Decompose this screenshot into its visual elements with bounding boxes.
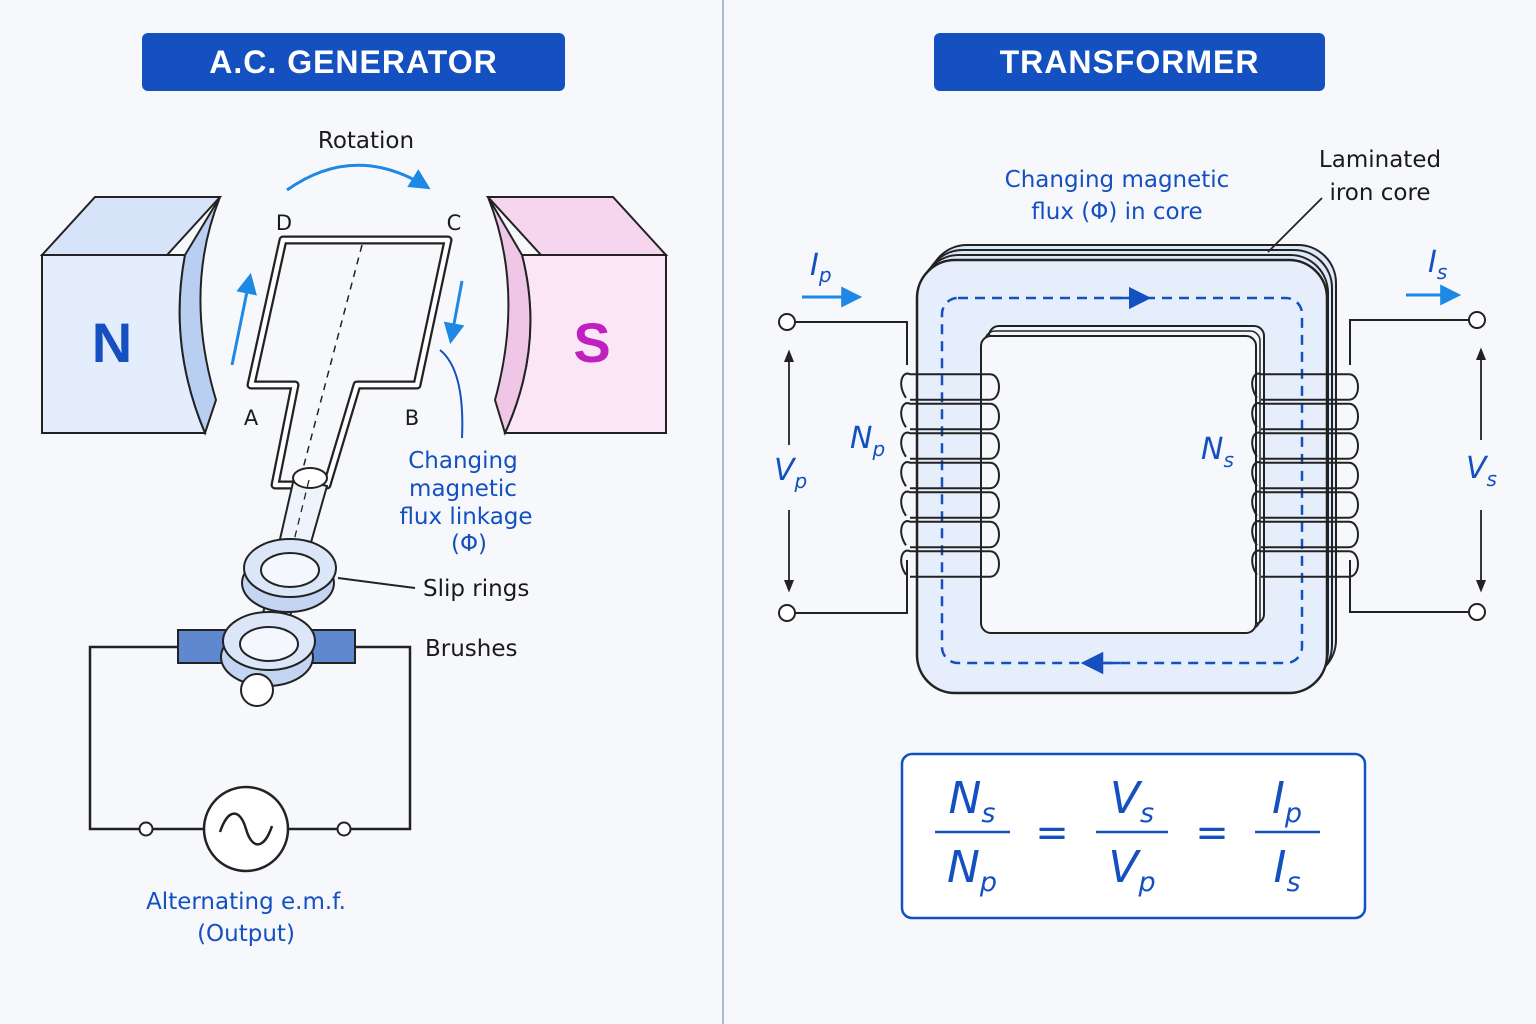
rotation-arrow	[286, 163, 431, 192]
secondary-lead-top	[1349, 319, 1470, 365]
primary-winding-turn	[900, 520, 1000, 549]
primary-lead-top	[794, 321, 908, 365]
laminated-iron-core	[915, 244, 1337, 695]
flux-linkage-line-2: magnetic	[409, 476, 517, 502]
generator-title: A.C. GENERATOR	[209, 43, 498, 80]
fraction-ns-np: Ns Np	[935, 773, 1010, 898]
primary-current-symbol: Ip	[810, 248, 832, 287]
svg-text:Is: Is	[1273, 842, 1300, 898]
coil-current-arrow-down	[443, 280, 465, 345]
primary-winding	[900, 372, 1000, 578]
secondary-winding-turn	[1251, 431, 1359, 460]
secondary-winding-turn	[1251, 461, 1359, 490]
core-label-line-2: iron core	[1329, 180, 1430, 206]
secondary-winding-turn	[1251, 372, 1359, 401]
fraction-ip-is: Ip Is	[1255, 773, 1320, 898]
north-magnet: N	[39, 196, 223, 436]
rotation-label: Rotation	[318, 128, 414, 154]
flux-linkage-leader	[439, 349, 464, 439]
coil-current-arrow-up	[230, 272, 257, 366]
slip-ring-lower	[220, 611, 316, 687]
core-flux-label-line-2: flux (Φ) in core	[1031, 199, 1202, 225]
turns-ratio-equation: Ns Np = Vs Vp = Ip Is	[935, 773, 1320, 898]
secondary-turns-symbol: Ns	[1201, 432, 1234, 472]
secondary-terminal-bottom	[1468, 603, 1486, 621]
transformer-title-banner: TRANSFORMER	[934, 33, 1325, 91]
ac-source-symbol	[202, 785, 290, 873]
shaft-end	[240, 673, 274, 707]
generator-title-banner: A.C. GENERATOR	[142, 33, 565, 91]
equals-sign-1: =	[1035, 810, 1069, 856]
secondary-lead-bottom	[1349, 560, 1470, 613]
svg-text:Np: Np	[947, 842, 997, 898]
flux-linkage-line-3: flux linkage	[399, 504, 532, 530]
output-circuit-wire	[88, 645, 412, 831]
primary-terminal-top	[778, 313, 796, 331]
transformer-title: TRANSFORMER	[999, 43, 1260, 80]
svg-text:Vs: Vs	[1110, 773, 1154, 829]
secondary-current-symbol: Is	[1428, 245, 1447, 284]
primary-winding-turn	[900, 490, 1000, 519]
flux-linkage-line-4: (Φ)	[451, 531, 487, 557]
svg-text:Vp: Vp	[1108, 842, 1155, 898]
primary-terminal-bottom	[778, 604, 796, 622]
secondary-winding-turn	[1251, 549, 1359, 578]
equals-sign-2: =	[1195, 810, 1229, 856]
slip-rings-leader	[337, 577, 416, 589]
primary-winding-turn	[900, 549, 1000, 578]
svg-text:Ip: Ip	[1272, 773, 1302, 829]
secondary-voltage-symbol: Vs	[1466, 451, 1497, 491]
flux-path	[940, 296, 1304, 665]
corner-c-label: C	[447, 211, 462, 235]
primary-winding-turn	[900, 431, 1000, 460]
primary-turns-symbol: Np	[850, 421, 885, 461]
svg-text:Ns: Ns	[949, 773, 996, 829]
core-label-leader	[1267, 197, 1323, 253]
core-flux-label-line-1: Changing magnetic	[1005, 167, 1230, 193]
fraction-vs-vp: Vs Vp	[1096, 773, 1168, 898]
rotation-axis	[299, 244, 363, 481]
flux-linkage-line-1: Changing	[408, 448, 517, 474]
secondary-terminal-top	[1468, 311, 1486, 329]
primary-winding-turn	[900, 402, 1000, 431]
output-label-line-2: (Output)	[197, 921, 295, 947]
corner-b-label: B	[405, 406, 419, 430]
primary-winding-turn	[900, 461, 1000, 490]
brushes-label: Brushes	[425, 636, 518, 662]
turns-ratio-equation-box	[900, 752, 1367, 920]
primary-voltage-symbol: Vp	[774, 453, 807, 493]
core-label-line-1: Laminated	[1319, 147, 1441, 173]
output-terminal-left	[138, 821, 154, 837]
south-magnet: S	[485, 196, 669, 436]
primary-lead-bottom	[794, 560, 908, 614]
north-pole-letter: N	[92, 311, 132, 374]
output-terminal-right	[336, 821, 352, 837]
primary-winding-turn	[900, 372, 1000, 401]
secondary-winding-turn	[1251, 402, 1359, 431]
south-pole-letter: S	[573, 311, 610, 374]
corner-d-label: D	[276, 211, 292, 235]
flux-linkage-label: Changing magnetic flux linkage (Φ)	[399, 448, 532, 557]
slip-ring-upper	[241, 538, 337, 613]
secondary-winding-turn	[1251, 490, 1359, 519]
output-label-line-1: Alternating e.m.f.	[146, 889, 346, 915]
slip-rings-label: Slip rings	[423, 576, 529, 602]
corner-a-label: A	[244, 406, 259, 430]
secondary-winding-turn	[1251, 520, 1359, 549]
secondary-winding	[1251, 372, 1359, 578]
